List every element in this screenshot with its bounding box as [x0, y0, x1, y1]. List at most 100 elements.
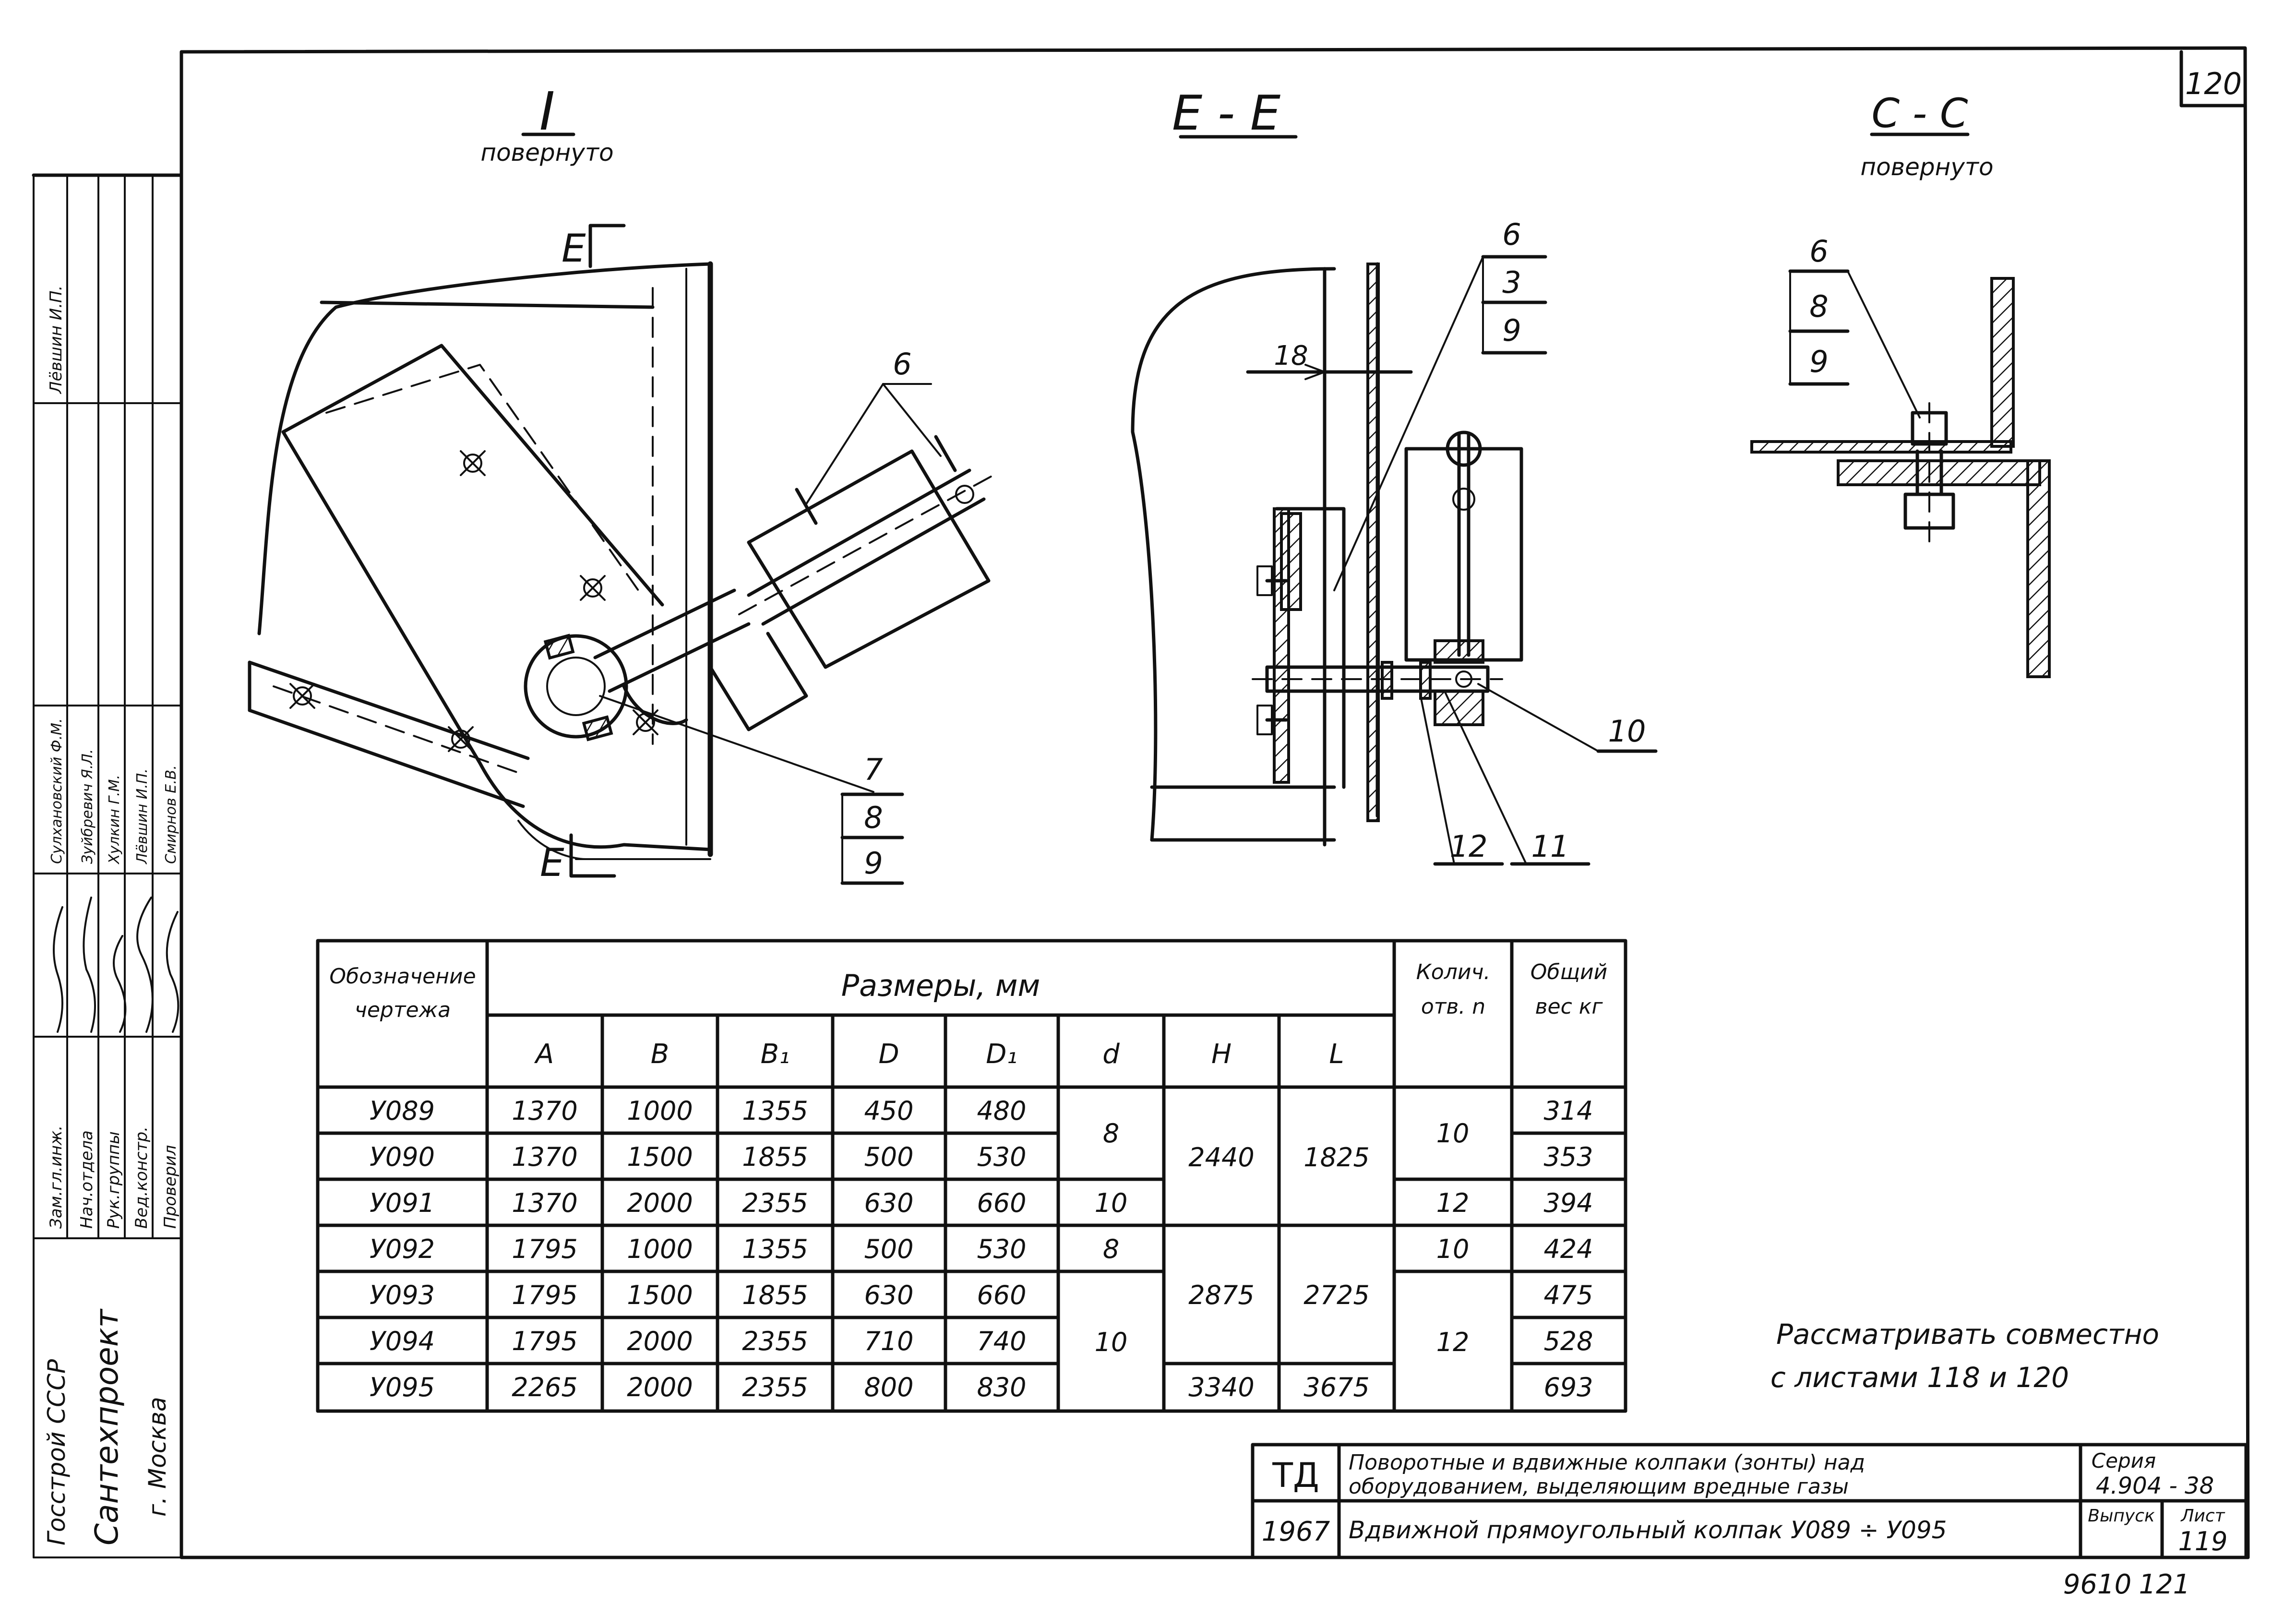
col-D1: D₁: [986, 1039, 1017, 1070]
cell-code: У094: [370, 1326, 435, 1356]
archive-number-1: 9610: [2063, 1569, 2132, 1600]
view-3-subtitle: повернуто: [1860, 153, 1993, 181]
sheet-label: Лист: [2180, 1506, 2225, 1526]
callout-v1-9: 9: [864, 846, 883, 881]
series-label: Серия: [2092, 1449, 2156, 1472]
cell-code: У093: [370, 1280, 435, 1310]
col-B1: B₁: [761, 1039, 790, 1070]
series-value: 4.904 - 38: [2096, 1472, 2214, 1499]
cell-B1: 2355: [742, 1372, 808, 1402]
cell-code: У089: [370, 1096, 435, 1126]
cell-A: 1795: [512, 1326, 577, 1356]
stamp-name-5: Лёвшин И.П.: [134, 768, 151, 864]
cell-D: 450: [864, 1096, 913, 1126]
cell-B: 1500: [627, 1142, 693, 1172]
signature-marks: [53, 897, 179, 1033]
cell-B1: 1855: [742, 1142, 808, 1172]
cell-H-merged: 2875: [1188, 1280, 1254, 1310]
cell-B1: 2355: [742, 1326, 808, 1356]
callout-v3-9: 9: [1809, 344, 1828, 379]
cell-B1: 1855: [742, 1280, 808, 1310]
stamp-role-3: Рук.группы: [104, 1131, 123, 1229]
stamp-org-2: Сантехпроект: [88, 1308, 125, 1545]
sheet-title: Вдвижной прямоугольный колпак У089 ÷ У09…: [1349, 1516, 1947, 1544]
callout-v2-12: 12: [1450, 829, 1488, 864]
view-1: I повернуто Е Е: [248, 81, 994, 885]
note-line-1: Рассматривать совместно: [1776, 1318, 2159, 1351]
cell-D1: 530: [977, 1142, 1026, 1172]
cell-D: 630: [864, 1280, 913, 1310]
archive-number-2: 121: [2139, 1569, 2190, 1600]
col-H: H: [1211, 1039, 1232, 1070]
cell-weight: 314: [1543, 1096, 1593, 1126]
callout-v1-7: 7: [864, 752, 883, 787]
cell-n: 12: [1436, 1188, 1470, 1218]
callout-v1-6: 6: [893, 347, 911, 382]
callout-v2-9: 9: [1502, 313, 1521, 348]
cell-weight: 394: [1543, 1188, 1593, 1218]
col-L: L: [1329, 1039, 1344, 1070]
sheet-corner-number: 120: [2185, 66, 2242, 101]
cell-D1: 740: [977, 1326, 1026, 1356]
dim-18: 18: [1274, 340, 1308, 371]
cell-weight: 424: [1543, 1234, 1593, 1264]
callout-v3-8: 8: [1809, 289, 1828, 324]
cell-code: У095: [370, 1372, 435, 1402]
stamp-name-2: Сулхановский Ф.М.: [48, 718, 65, 864]
col-D: D: [878, 1039, 899, 1070]
cell-H: 3340: [1188, 1372, 1254, 1402]
cell-B: 2000: [627, 1188, 693, 1218]
stamp-role-5: Проверил: [161, 1145, 180, 1229]
cell-B: 1000: [627, 1096, 693, 1126]
title-line-1: Поворотные и вдвижные колпаки (зонты) на…: [1349, 1450, 1865, 1475]
cell-weight: 353: [1543, 1142, 1593, 1172]
header-dimensions: Размеры, мм: [841, 968, 1040, 1003]
cell-d: 8: [1103, 1234, 1119, 1264]
stamp-role-1: Зам.гл.инж.: [47, 1125, 66, 1229]
cell-n-merged: 10: [1436, 1118, 1470, 1149]
cell-D: 500: [864, 1234, 913, 1264]
cell-D: 500: [864, 1142, 913, 1172]
view-1-title: I: [539, 81, 555, 142]
stamp-role-2: Нач.отдела: [77, 1130, 96, 1229]
cell-weight: 693: [1543, 1372, 1593, 1402]
cell-L-merged: 1825: [1303, 1142, 1369, 1173]
cell-D1: 660: [977, 1280, 1026, 1310]
cell-A: 1370: [512, 1142, 577, 1172]
cell-D1: 530: [977, 1234, 1026, 1264]
callout-v2-11: 11: [1531, 829, 1569, 864]
sheet-frame: 120: [179, 46, 2250, 1559]
col-A: A: [534, 1039, 554, 1070]
cut-label-top: Е: [562, 226, 586, 271]
header-count: Колич. отв. n: [1416, 960, 1491, 1019]
dimensions-table: Обозначение чертежа Размеры, мм Колич. о…: [316, 939, 1627, 1413]
col-B: B: [651, 1039, 669, 1070]
cell-d-merged: 10: [1095, 1327, 1128, 1357]
cell-B: 1500: [627, 1280, 693, 1310]
callout-v3-6: 6: [1809, 234, 1828, 269]
cell-B1: 1355: [742, 1096, 808, 1126]
note-line-2: с листами 118 и 120: [1770, 1361, 2069, 1394]
view-3: С - С повернуто 6 8 9: [1750, 90, 2051, 678]
view-3-title: С - С: [1871, 90, 1968, 137]
stamp-org-1: Госстрой СССР: [43, 1359, 71, 1545]
cell-D1: 660: [977, 1188, 1026, 1218]
callout-v2-10: 10: [1608, 714, 1646, 749]
cell-A: 1370: [512, 1096, 577, 1126]
year: 1967: [1262, 1516, 1330, 1547]
title-line-2: оборудованием, выделяющим вредные газы: [1349, 1474, 1849, 1499]
cell-B: 2000: [627, 1326, 693, 1356]
cell-code: У091: [370, 1188, 435, 1218]
view-2-title: Е - Е: [1172, 85, 1280, 141]
cut-label-bottom: Е: [540, 840, 564, 885]
cell-D1: 830: [977, 1372, 1026, 1402]
stamp-name-3: Зуйбревич Я.Л.: [79, 749, 96, 864]
cell-d-merged: 8: [1103, 1118, 1119, 1149]
cell-L: 3675: [1303, 1372, 1369, 1402]
view-1-subtitle: повернуто: [480, 139, 613, 167]
cell-d: 10: [1095, 1188, 1128, 1218]
cell-D1: 480: [977, 1096, 1026, 1126]
callout-v2-6: 6: [1502, 217, 1521, 252]
header-weight: Общий вес кг: [1530, 960, 1608, 1019]
